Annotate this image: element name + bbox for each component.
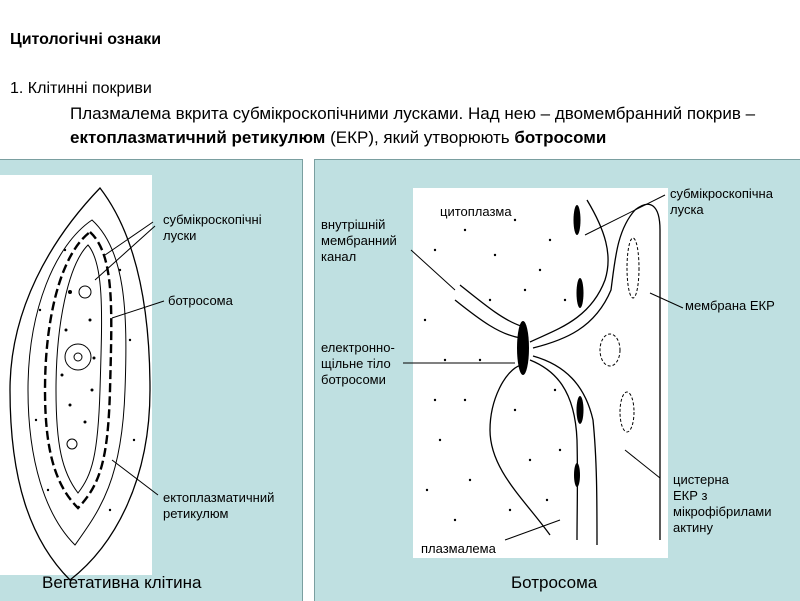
desc-text-2: (ЕКР), який утворюють bbox=[325, 128, 514, 147]
item-description: Плазмалема вкрита субмікроскопічними лус… bbox=[70, 102, 795, 150]
label-er-membrane: мембрана ЕКР bbox=[685, 298, 775, 314]
vegetative-cell-panel: субмікроскопічні луски ботросома ектопла… bbox=[0, 159, 303, 601]
label-ecto-reticulum: ектоплазматичний ретикулюм bbox=[163, 490, 274, 522]
label-scales: субмікроскопічні луски bbox=[163, 212, 262, 244]
label-cytoplasm: цитоплазма bbox=[440, 204, 512, 220]
desc-term-botrosome: ботросоми bbox=[514, 128, 606, 147]
caption-botrosome: Ботросома bbox=[511, 573, 597, 593]
desc-term-ecto: ектоплазматичний ретикулюм bbox=[70, 128, 325, 147]
label-inner-canal: внутрішній мембранний канал bbox=[321, 217, 397, 265]
label-botrosome: ботросома bbox=[168, 293, 233, 309]
caption-vegetative-cell: Вегетативна клітина bbox=[42, 573, 202, 593]
section-heading: Цитологічні ознаки bbox=[10, 31, 161, 49]
item-title: 1. Клітинні покриви bbox=[10, 80, 152, 98]
desc-text-1: Плазмалема вкрита субмікроскопічними лус… bbox=[70, 104, 755, 123]
label-plasmalemma: плазмалема bbox=[421, 541, 496, 557]
label-scale: субмікроскопічна луска bbox=[670, 186, 773, 218]
label-dense-body: електронно- щільне тіло ботросоми bbox=[321, 340, 395, 388]
botrosome-panel: цитоплазма субмікроскопічна луска внутрі… bbox=[314, 159, 800, 601]
label-cistern: цистерна ЕКР з мікрофібрилами актину bbox=[673, 472, 772, 536]
